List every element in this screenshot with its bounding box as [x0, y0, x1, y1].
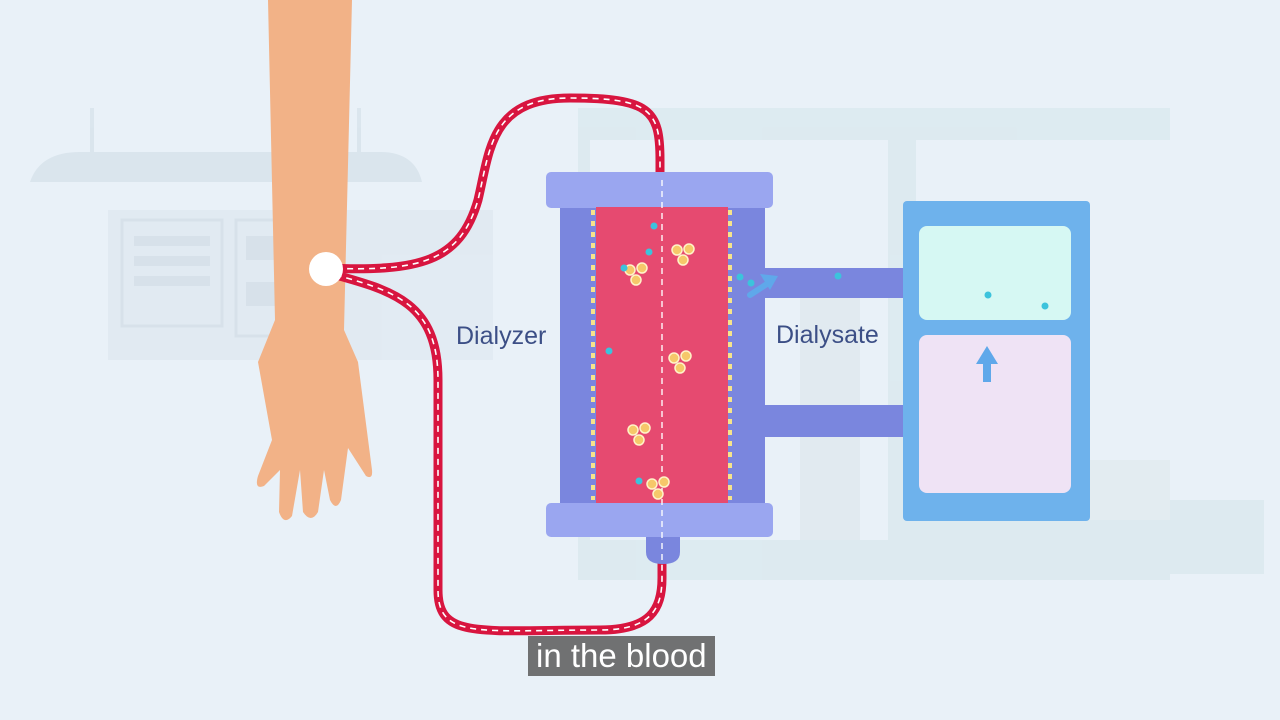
blood-chamber [596, 207, 728, 503]
dialysate-label: Dialysate [776, 321, 879, 349]
subtitle-caption: in the blood [528, 636, 715, 676]
small-particles [605, 222, 842, 485]
small-particle [645, 248, 653, 256]
waste-particle-cluster [646, 476, 670, 500]
fresh-dialysate-compartment [919, 335, 1071, 493]
small-particle [834, 272, 842, 280]
background-monitor-left [120, 218, 224, 328]
waste-particle-cluster [671, 243, 695, 266]
diffusion-arrow [747, 274, 778, 298]
needle-access-point [309, 252, 343, 286]
blood-tubing [309, 93, 667, 636]
waste-particles [624, 243, 695, 500]
small-particle [1041, 302, 1049, 310]
dialyzer [546, 172, 842, 564]
dialyzer-bottom-cap [546, 503, 773, 537]
dialysate-tank [903, 201, 1090, 521]
dialyzer-outlet-nozzle [646, 537, 680, 564]
small-particle [736, 273, 744, 281]
small-particle [635, 477, 643, 485]
dialyzer-label: Dialyzer [456, 322, 547, 350]
used-dialysate-compartment [919, 226, 1071, 320]
waste-particle-cluster [668, 350, 692, 374]
small-particle [620, 264, 628, 272]
up-arrow-icon [976, 346, 998, 382]
waste-particle-cluster [624, 262, 648, 286]
small-particle [747, 279, 755, 287]
small-particle [650, 222, 658, 230]
small-particle [984, 291, 992, 299]
small-particle [605, 347, 613, 355]
waste-particle-cluster [627, 422, 651, 446]
dialyzer-top-cap [546, 172, 773, 208]
ceiling-lamp [30, 108, 422, 182]
